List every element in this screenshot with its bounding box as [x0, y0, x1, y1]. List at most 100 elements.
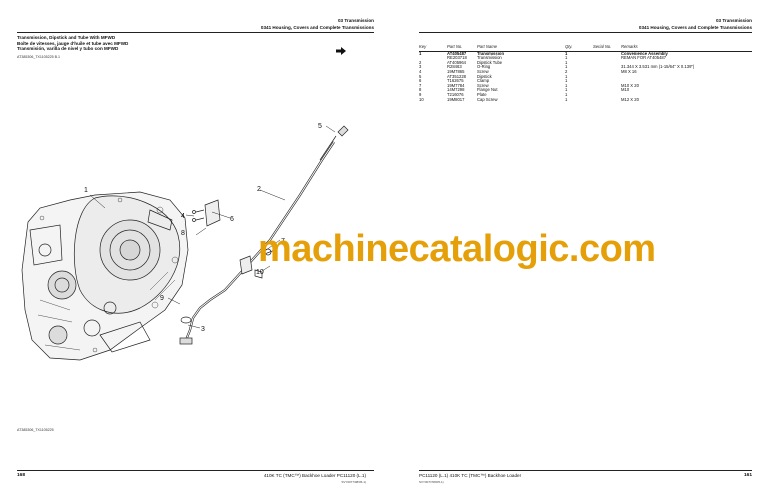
cell-key: 3 — [419, 64, 422, 70]
cell-qty: 1 — [565, 55, 568, 61]
cell-part-name: Cap Screw — [477, 96, 498, 102]
col-remarks: Remarks — [621, 44, 752, 52]
figure-title-es: Transmisión, varilla de nivel y tubo con… — [17, 46, 119, 52]
right-header-rule — [419, 32, 752, 33]
left-page-number: 168 — [17, 473, 26, 478]
cell-qty: 1 — [565, 91, 568, 97]
cell-qty: 1 — [565, 82, 568, 88]
callout-10: 10 — [256, 269, 264, 276]
figure-ref-top: AT385306_TX1105225 B.1 — [17, 55, 61, 59]
cell-part-name: O-Ring — [477, 64, 491, 70]
callout-7: 7 — [281, 238, 285, 245]
cell-part-no: AT351228 — [447, 73, 467, 79]
parts-table-header: Key Part No. Part Name Qty. Serial No. R… — [419, 44, 752, 52]
cell-part-no: 19M7865 — [447, 68, 465, 74]
transmission-diagram: 1 2 4 5 6 7 8 9 10 3 — [21, 123, 349, 361]
cell-qty: 1 — [565, 87, 568, 93]
cell-qty: 1 — [565, 59, 568, 65]
right-footer-rule — [419, 470, 752, 471]
left-footer-rule — [17, 470, 374, 471]
cell-part-no: AT405487 — [447, 50, 467, 56]
right-footer-text: PC11120 (L.1) 410K TC (TMC™) Backhoe Loa… — [419, 473, 522, 478]
left-header-rule — [17, 32, 374, 33]
cell-remarks: M8 X 16 — [621, 68, 637, 74]
figure-title: Transmission, Dipstick and Tube With MFW… — [17, 35, 128, 52]
cell-remarks: REMAN FOR AT405487 — [621, 55, 667, 61]
left-header-subsection: 0341 Housing, Covers and Complete Transm… — [260, 25, 374, 30]
callout-5: 5 — [318, 123, 322, 130]
cell-qty: 1 — [565, 64, 568, 70]
cell-key: 4 — [419, 68, 422, 74]
right-arrow-icon — [336, 47, 346, 55]
cell-key: 2 — [419, 59, 422, 65]
cell-serial-no — [593, 98, 621, 103]
cell-remarks: M12 X 20 — [621, 96, 639, 102]
cell-part-name: Plate — [477, 91, 487, 97]
watermark: machinecatalogic.com — [258, 228, 656, 270]
cell-part-no: 14M7298 — [447, 87, 465, 93]
cell-part-no: 19M8017 — [447, 96, 465, 102]
cell-part-name: Dipstick Tube — [477, 59, 503, 65]
left-page: 03 Transmission 0341 Housing, Covers and… — [17, 18, 374, 484]
parts-table: Key Part No. Part Name Qty. Serial No. R… — [419, 44, 752, 103]
figure-ref-bottom: AT385306_TX1105225 — [17, 428, 54, 432]
cell-part-name: Screw — [477, 68, 489, 74]
cell-part-no: 19M7784 — [447, 82, 465, 88]
cell-qty: 1 — [565, 73, 568, 79]
right-page-number: 161 — [743, 473, 752, 478]
cell-remarks: Convenience Assembly — [621, 50, 668, 56]
cell-part-no: AT405964 — [447, 59, 467, 65]
cell-part-name: Flange Nut — [477, 87, 498, 93]
table-row: 7 19M7784 Screw 1 M10 X 20 — [419, 82, 752, 89]
left-footer-text: 410K TC (TMC™) Backhoe Loader PC11120 (L… — [263, 473, 366, 478]
table-row: 10 19M8017 Cap Screw 1 M12 X 20 — [419, 96, 752, 103]
col-key: Key — [419, 44, 447, 52]
left-header-section: 03 Transmission — [337, 18, 374, 23]
cell-qty: 1 — [565, 78, 568, 84]
table-row: RE203718 Transmission 1 REMAN FOR AT405487 — [419, 56, 752, 61]
cell-key: 1 — [419, 50, 422, 56]
cell-key: 8 — [419, 87, 422, 93]
cell-part-no: R28463 — [447, 64, 462, 70]
callout-9: 9 — [160, 295, 164, 302]
callout-4: 4 — [181, 213, 185, 220]
left-footer-small: SVY0077/08/05-1) — [341, 480, 366, 484]
right-header-subsection: 0341 Housing, Covers and Complete Transm… — [638, 25, 752, 30]
cell-part-name: Transmission — [477, 50, 504, 56]
callout-8: 8 — [181, 230, 185, 237]
cell-part-no: RE203718 — [447, 55, 467, 61]
cell-key: 10 — [419, 96, 424, 102]
cell-key: 6 — [419, 78, 422, 84]
cell-part-name: Dipstick — [477, 73, 492, 79]
cell-remarks: M10 X 20 — [621, 82, 639, 88]
table-row: 2 AT405964 Dipstick Tube 1 — [419, 59, 752, 66]
cell-key: 7 — [419, 82, 422, 88]
table-row: 1 AT405487 Transmission 1 Convenience Assemb… — [419, 51, 752, 56]
col-part-no: Part No. — [447, 44, 477, 52]
cell-remarks: M10 — [621, 87, 630, 93]
cell-qty: 2 — [565, 68, 568, 74]
right-page: 03 Transmission 0341 Housing, Covers and… — [384, 0, 768, 497]
cell-qty: 1 — [565, 50, 568, 56]
right-header-section: 03 Transmission — [715, 18, 752, 23]
cell-part-name: Screw — [477, 82, 489, 88]
right-footer-small: SVY0077/08/05-1) — [419, 480, 444, 484]
cell-part-name: Transmission — [477, 55, 502, 61]
callout-3: 3 — [201, 326, 205, 333]
table-row: 8 14M7298 Flange Nut 1 M10 — [419, 88, 752, 93]
col-serial-no: Serial No. — [593, 44, 621, 52]
table-row: 4 19M7865 Screw 2 M8 X 16 — [419, 68, 752, 75]
callout-6: 6 — [230, 216, 234, 223]
figure-title-en: Transmission, Dipstick and Tube With MFW… — [17, 35, 116, 40]
cell-key: 9 — [419, 91, 422, 97]
col-qty: Qty. — [565, 44, 593, 52]
cell-qty: 1 — [565, 96, 568, 102]
callout-2: 2 — [257, 186, 261, 193]
figure-title-fr: Boîte de vitesses, jauge d'huile et tube… — [17, 40, 129, 46]
cell-part-name: Clamp — [477, 78, 490, 84]
col-part-name: Part Name — [477, 44, 565, 52]
